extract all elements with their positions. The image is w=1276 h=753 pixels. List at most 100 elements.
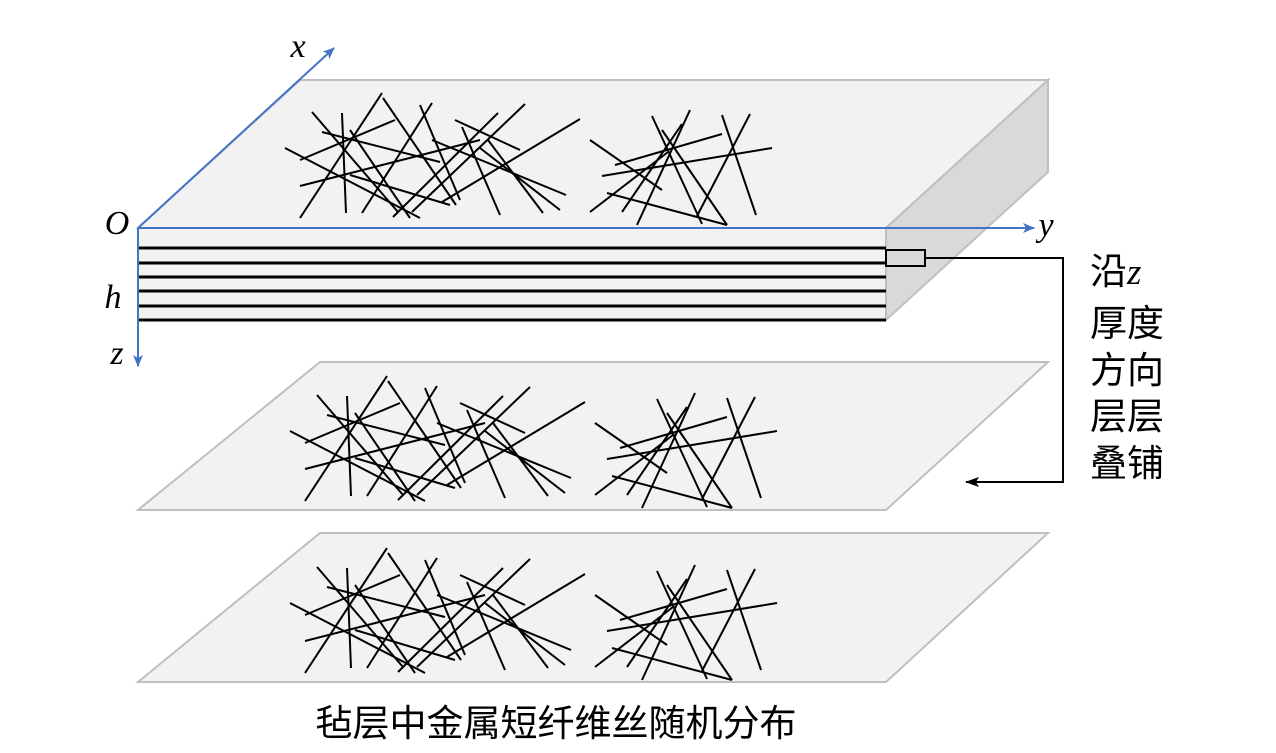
- fiber-line: [594, 606, 674, 668]
- fiber-line: [416, 386, 531, 496]
- fiber-line: [459, 402, 526, 434]
- fiber-line: [387, 380, 462, 489]
- fiber-cluster-top: [284, 92, 773, 226]
- fiber-line: [354, 629, 456, 661]
- side-note-line-1: 沿z: [1090, 250, 1141, 293]
- fiber-cluster-bottom: [289, 547, 778, 681]
- fiber-line: [446, 401, 586, 486]
- x-axis-label: x: [289, 28, 305, 65]
- layer-lines: [138, 246, 886, 322]
- fiber-line: [424, 387, 466, 484]
- fiber-line: [611, 647, 733, 681]
- fiber-line: [601, 147, 773, 177]
- fiber-line: [446, 573, 586, 658]
- side-note-variable: z: [1126, 252, 1141, 293]
- fiber-line: [656, 570, 708, 680]
- coordinate-axes: [133, 47, 1035, 367]
- fiber-line: [484, 430, 566, 494]
- fiber-line: [366, 557, 438, 669]
- fiber-line: [289, 430, 426, 502]
- side-note-line-2: 厚度: [1090, 302, 1164, 345]
- y-axis-label: y: [1035, 207, 1054, 244]
- fiber-line: [636, 109, 691, 226]
- fiber-line: [666, 412, 733, 509]
- stacked-block: [135, 77, 1051, 323]
- fiber-line: [721, 114, 757, 216]
- fiber-line: [354, 412, 416, 502]
- fiber-line: [304, 402, 401, 444]
- fiber-line: [387, 552, 462, 661]
- x-axis-arrow: [137, 47, 335, 229]
- fiber-line: [479, 147, 561, 211]
- fiber-line: [484, 602, 566, 666]
- fiber-line: [589, 139, 663, 191]
- fiber-line: [466, 581, 506, 671]
- fiber-line: [346, 567, 352, 669]
- fiber-line: [454, 119, 521, 151]
- fiber-line: [284, 147, 421, 219]
- stacking-arrow: [925, 257, 1064, 487]
- fiber-line: [304, 375, 388, 502]
- fiber-line: [431, 139, 567, 196]
- fiber-line: [299, 92, 383, 219]
- origin-label: O: [105, 205, 130, 242]
- fiber-line: [354, 457, 456, 489]
- fiber-line: [611, 475, 733, 509]
- z-axis-label: z: [109, 335, 123, 372]
- fiber-line: [606, 192, 728, 226]
- fiber-line: [626, 406, 688, 496]
- fiber-line: [701, 396, 756, 500]
- fiber-line: [424, 559, 466, 656]
- fiber-line: [416, 558, 531, 668]
- diagram-caption: 毡层中金属短纤维丝随机分布: [316, 702, 797, 745]
- side-note-line-3: 方向: [1090, 349, 1164, 392]
- fiber-line: [656, 398, 708, 508]
- fiber-line: [606, 602, 778, 632]
- fiber-line: [346, 395, 352, 497]
- felt-plane: [135, 532, 1051, 683]
- fiber-line: [726, 569, 762, 671]
- fiber-line: [466, 409, 506, 499]
- felt-layer-bottom: [135, 532, 1051, 683]
- fiber-line: [304, 547, 388, 674]
- fiber-line: [594, 434, 674, 496]
- fiber-line: [289, 602, 426, 674]
- fiber-line: [589, 151, 669, 213]
- fiber-line: [459, 574, 526, 606]
- fiber-line: [326, 414, 446, 446]
- fiber-line: [361, 102, 433, 214]
- fiber-line: [661, 129, 728, 226]
- felt-layer-middle: [135, 361, 1051, 511]
- fiber-line: [419, 104, 461, 201]
- fiber-line: [304, 574, 401, 616]
- fiber-line: [354, 584, 416, 674]
- fiber-line: [701, 568, 756, 672]
- fiber-line: [441, 118, 581, 203]
- fiber-line: [382, 97, 457, 206]
- side-note-line-4: 层层: [1090, 395, 1164, 438]
- fiber-line: [651, 115, 703, 225]
- fiber-line: [666, 584, 733, 681]
- fiber-line: [326, 586, 446, 618]
- fiber-line: [726, 397, 762, 499]
- fiber-line: [341, 112, 347, 214]
- fiber-line: [349, 174, 451, 206]
- fiber-line: [492, 594, 549, 669]
- side-note: 沿z 厚度 方向 层层 叠铺: [1090, 250, 1164, 485]
- fiber-line: [461, 126, 501, 216]
- thickness-label: h: [105, 279, 122, 316]
- fiber-line: [594, 594, 668, 646]
- side-note-line-5: 叠铺: [1090, 442, 1164, 485]
- fiber-line: [492, 422, 549, 497]
- fiber-line: [316, 394, 404, 496]
- fiber-line: [696, 113, 751, 217]
- fiber-line: [594, 422, 668, 474]
- fiber-line: [626, 578, 688, 668]
- fiber-line: [311, 111, 399, 213]
- fiber-line: [436, 422, 572, 479]
- fiber-line: [641, 392, 696, 509]
- fiber-line: [299, 119, 396, 161]
- fiber-line: [606, 430, 778, 460]
- fiber-line: [411, 103, 526, 213]
